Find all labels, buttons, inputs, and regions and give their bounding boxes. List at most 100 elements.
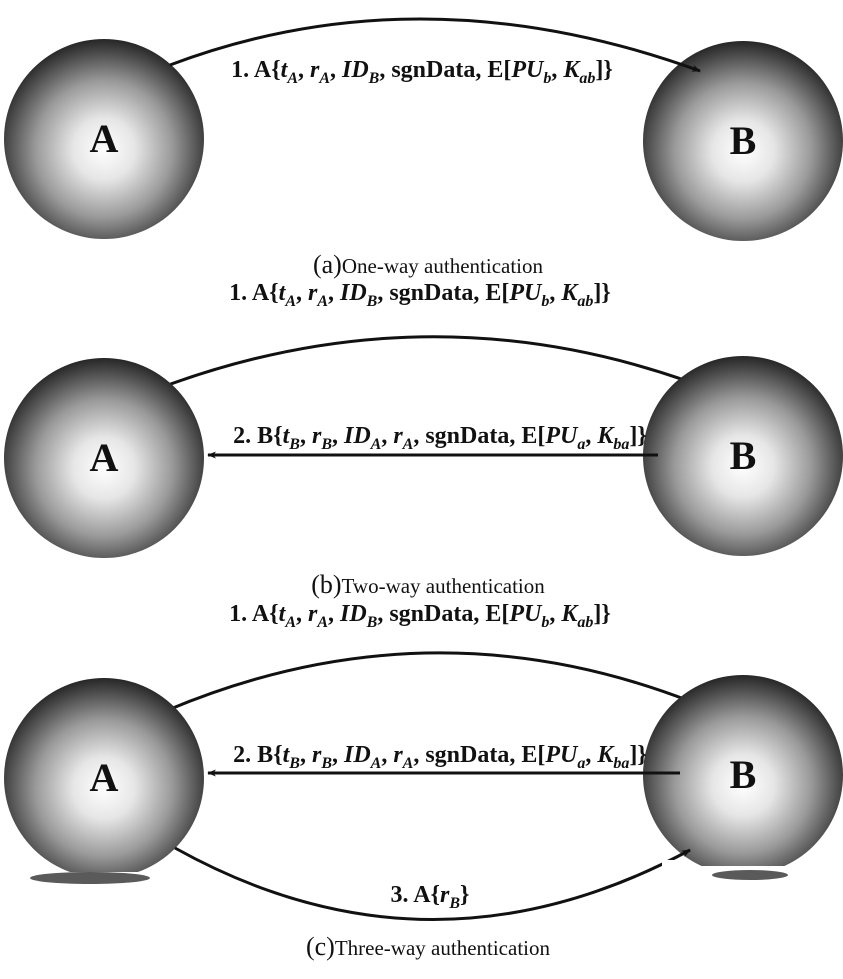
message-segment: 3. A{ <box>391 882 440 908</box>
message-subscript: ba <box>613 436 629 453</box>
message-subscript: A <box>370 436 382 453</box>
message-segment: PU <box>544 742 579 768</box>
message-2-label: 2. B{tB, rB, IDA, rA, sgnData, E[PUa, Kb… <box>233 423 647 453</box>
message-subscript: A <box>316 614 328 631</box>
message-segment: ID <box>343 423 371 449</box>
panel-c-tag: (c) <box>306 932 335 961</box>
panel-a-caption: (a)One-way authentication <box>313 250 544 279</box>
message-subscript: B <box>288 436 300 453</box>
message-segment: ]} <box>593 601 610 627</box>
panel-c-caption: (c)Three-way authentication <box>306 932 551 961</box>
message-segment: , <box>328 280 340 306</box>
message-subscript: B <box>368 70 380 87</box>
message-segment: PU <box>508 280 543 306</box>
node-a-label: A <box>90 116 119 161</box>
message-segment: 2. B{ <box>233 423 282 449</box>
message-segment: , sgnData, E[ <box>377 280 509 306</box>
message-subscript: ab <box>577 293 593 310</box>
message-subscript: B <box>366 614 378 631</box>
panel-c: 1. A{tA, rA, IDB, sgnData, E[PUb, Kab]} … <box>0 601 843 961</box>
message-segment: , <box>300 423 312 449</box>
panel-a-tag: (a) <box>313 250 342 279</box>
message-segment: PU <box>544 423 579 449</box>
message-subscript: B <box>448 895 460 912</box>
node-a-label: A <box>90 435 119 480</box>
message-subscript: B <box>288 755 300 772</box>
arrow-3-gap <box>662 860 680 878</box>
message-subscript: A <box>370 755 382 772</box>
node-a-base <box>30 872 150 884</box>
message-segment: ID <box>339 280 367 306</box>
message-segment: ]} <box>593 280 610 306</box>
node-b-base <box>712 870 788 880</box>
message-arrow-1 <box>168 337 690 385</box>
message-subscript: b <box>543 70 551 87</box>
message-subscript: A <box>284 614 296 631</box>
message-subscript: b <box>541 293 549 310</box>
panel-c-caption-text: Three-way authentication <box>335 936 551 960</box>
message-subscript: A <box>402 755 414 772</box>
message-segment: ]} <box>629 423 646 449</box>
message-segment: , <box>300 742 312 768</box>
message-segment: , <box>328 601 340 627</box>
message-segment: PU <box>508 601 543 627</box>
message-segment: , sgnData, E[ <box>377 601 509 627</box>
node-b-label: B <box>730 752 757 797</box>
message-segment: , sgnData, E[ <box>413 742 545 768</box>
message-segment: , <box>381 423 393 449</box>
message-2-label: 2. B{tB, rB, IDA, rA, sgnData, E[PUa, Kb… <box>233 742 647 772</box>
message-segment: , <box>298 57 310 83</box>
message-segment: PU <box>510 57 545 83</box>
panel-b-caption: (b)Two-way authentication <box>311 570 545 599</box>
message-subscript: A <box>316 293 328 310</box>
message-subscript: B <box>320 755 332 772</box>
node-b-label: B <box>730 118 757 163</box>
panel-b-caption-text: Two-way authentication <box>342 574 546 598</box>
message-subscript: B <box>366 293 378 310</box>
message-subscript: a <box>577 755 585 772</box>
message-subscript: B <box>320 436 332 453</box>
message-segment: 1. A{ <box>229 601 278 627</box>
message-1-label: 1. A{tA, rA, IDB, sgnData, E[PUb, Kab]} <box>229 601 611 631</box>
panel-b: 1. A{tA, rA, IDB, sgnData, E[PUb, Kab]} … <box>4 280 843 599</box>
panel-a: A B 1. A{tA, rA, IDB, sgnData, E[PUb, Ka… <box>4 19 843 279</box>
message-segment: ID <box>343 742 371 768</box>
message-segment: ]} <box>595 57 612 83</box>
message-subscript: a <box>577 436 585 453</box>
message-segment: 1. A{ <box>231 57 280 83</box>
message-subscript: ab <box>579 70 595 87</box>
message-segment: ID <box>339 601 367 627</box>
message-segment: , <box>332 742 344 768</box>
message-segment: , <box>381 742 393 768</box>
message-segment: , <box>585 423 597 449</box>
arrow-3-gap <box>190 870 208 890</box>
message-segment: ID <box>341 57 369 83</box>
message-subscript: A <box>318 70 330 87</box>
message-subscript: A <box>286 70 298 87</box>
message-subscript: ba <box>613 755 629 772</box>
message-segment: ]} <box>629 742 646 768</box>
message-segment: , sgnData, E[ <box>379 57 511 83</box>
panel-b-tag: (b) <box>311 570 341 599</box>
message-segment: } <box>460 882 469 908</box>
message-1-label: 1. A{tA, rA, IDB, sgnData, E[PUb, Kab]} <box>229 280 611 310</box>
message-segment: 2. B{ <box>233 742 282 768</box>
message-segment: , <box>296 280 308 306</box>
message-subscript: A <box>284 293 296 310</box>
panel-a-caption-text: One-way authentication <box>342 254 544 278</box>
node-a-label: A <box>90 755 119 800</box>
message-subscript: b <box>541 614 549 631</box>
message-1-label: 1. A{tA, rA, IDB, sgnData, E[PUb, Kab]} <box>231 57 613 87</box>
message-segment: , <box>549 280 561 306</box>
message-segment: , <box>332 423 344 449</box>
message-segment: 1. A{ <box>229 280 278 306</box>
message-subscript: A <box>402 436 414 453</box>
node-b-label: B <box>730 433 757 478</box>
message-subscript: ab <box>577 614 593 631</box>
message-segment: , <box>585 742 597 768</box>
message-segment: , sgnData, E[ <box>413 423 545 449</box>
message-segment: , <box>551 57 563 83</box>
message-segment: , <box>330 57 342 83</box>
